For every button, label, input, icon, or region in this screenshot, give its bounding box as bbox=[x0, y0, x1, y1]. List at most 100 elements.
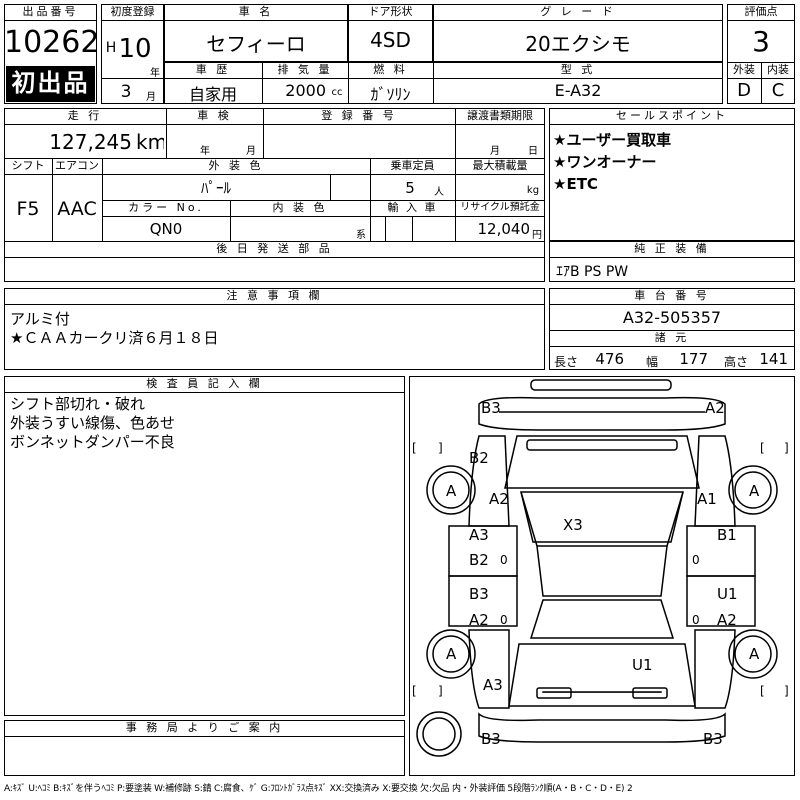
mark-left-quarter: A3 bbox=[483, 676, 503, 694]
height-value: 141 bbox=[759, 350, 788, 368]
caution-label: 注 意 事 項 欄 bbox=[226, 289, 323, 302]
inspector-label: 検 査 員 記 入 欄 bbox=[146, 377, 263, 390]
legend: A:ｷｽﾞ U:ﾍｺﾐ B:ｷｽﾞを伴うﾍｺﾐ P:要塗装 W:補修跡 S:錆 … bbox=[4, 784, 633, 794]
door-zero-mark: 0 bbox=[500, 553, 508, 567]
mark-rear-right-corner: B3 bbox=[703, 730, 723, 748]
width-value: 177 bbox=[679, 350, 708, 368]
transfer-label: 譲渡書類期限 bbox=[467, 109, 533, 122]
displacement: 2000 bbox=[285, 81, 326, 100]
ac-label: エアコン bbox=[55, 159, 99, 172]
door-zero-mark: 0 bbox=[500, 613, 508, 627]
length-label: 長さ bbox=[554, 355, 579, 369]
bracket-mark: ] bbox=[438, 684, 443, 698]
sales-points-box bbox=[549, 108, 795, 241]
exterior-color: ﾊﾟｰﾙ bbox=[200, 179, 231, 197]
color-no-label: カラー No. bbox=[128, 201, 204, 214]
import-label: 輸 入 車 bbox=[387, 201, 438, 214]
caution-notes: アルミ付 ★ＣＡＡカークリ済６月１８日 bbox=[10, 310, 218, 348]
registration-box bbox=[101, 4, 164, 104]
recycle-label: リサイクル預託金 bbox=[460, 202, 540, 213]
reg-month: 3 bbox=[120, 82, 132, 102]
car-diagram-box bbox=[409, 376, 795, 776]
length-value: 476 bbox=[595, 350, 624, 368]
grade-label: グ レ ー ド bbox=[540, 5, 616, 18]
mark-rear-left-wheel: A bbox=[446, 645, 457, 663]
recycle: 12,040 bbox=[477, 220, 531, 238]
mileage: 127,245 bbox=[49, 130, 132, 154]
door-zero-mark: 0 bbox=[692, 553, 700, 567]
bracket-mark: ] bbox=[784, 684, 789, 698]
reg-no-label: 登 録 番 号 bbox=[321, 109, 397, 122]
score-value: 3 bbox=[752, 25, 770, 58]
chassis-number: A32-505357 bbox=[622, 308, 722, 327]
caution-line: アルミ付 bbox=[10, 310, 70, 328]
mileage-unit: km bbox=[136, 130, 164, 154]
recycle-unit: 円 bbox=[532, 230, 542, 241]
grade-box bbox=[433, 4, 723, 62]
lot-number: 10262 bbox=[4, 25, 97, 60]
first-listing-badge: 初出品 bbox=[6, 66, 95, 102]
sales-point-item: ★ETC bbox=[553, 175, 598, 193]
later-parts-label: 後 日 発 送 部 品 bbox=[216, 242, 333, 255]
bracket-mark: [ bbox=[412, 441, 417, 455]
caution-box bbox=[4, 288, 545, 370]
grade: 20エクシモ bbox=[525, 32, 631, 56]
mark-right-front-door: B1 bbox=[717, 526, 737, 544]
inspector-line: 外装うすい線傷、色あせ bbox=[10, 414, 176, 432]
mark-rear-left-corner: B3 bbox=[481, 730, 501, 748]
displacement-unit: cc bbox=[331, 87, 343, 98]
mark-left-front-door-2: B2 bbox=[469, 551, 489, 569]
era: H bbox=[105, 40, 117, 56]
inspection-label: 車 検 bbox=[197, 109, 232, 122]
month-unit: 月 bbox=[146, 92, 156, 103]
door-box bbox=[348, 4, 433, 62]
inspector-box bbox=[4, 376, 405, 716]
load-label: 最大積載量 bbox=[472, 159, 528, 172]
mark-right-rear-door-2: A2 bbox=[717, 611, 737, 629]
transfer-month-unit: 月 bbox=[490, 146, 500, 157]
inspection-month-unit: 月 bbox=[246, 146, 256, 157]
exterior-label: 外装 bbox=[733, 63, 755, 76]
capacity: 5 bbox=[405, 179, 415, 197]
sales-points-list: ★ユーザー買取車 ★ワンオーナー ★ETC bbox=[553, 129, 671, 195]
color-no: QN0 bbox=[149, 220, 183, 238]
history: 自家用 bbox=[188, 85, 237, 104]
bracket-mark: ] bbox=[784, 441, 789, 455]
inspector-line: シフト部切れ・破れ bbox=[10, 395, 146, 413]
office-label: 事 務 局 よ り ご 案 内 bbox=[125, 721, 284, 734]
shift: F5 bbox=[16, 198, 40, 220]
interior-grade: C bbox=[771, 80, 785, 101]
door-zero-mark: 0 bbox=[692, 613, 700, 627]
equipment-label: 純 正 装 備 bbox=[634, 242, 710, 255]
inspector-line: ボンネットダンパー不良 bbox=[10, 433, 175, 451]
mark-left-front-door-1: A3 bbox=[469, 526, 489, 544]
equipment-box bbox=[549, 241, 795, 282]
door-type: 4SD bbox=[370, 28, 411, 52]
mark-left-rear-door-2: A2 bbox=[469, 611, 489, 629]
bracket-mark: ] bbox=[438, 441, 443, 455]
mark-front-right-wheel: A bbox=[749, 482, 760, 500]
spec-box bbox=[4, 108, 545, 282]
bracket-mark: [ bbox=[760, 684, 765, 698]
mark-front-left-corner: B3 bbox=[481, 399, 501, 417]
bracket-mark: [ bbox=[760, 441, 765, 455]
displacement-label: 排 気 量 bbox=[277, 63, 333, 76]
office-box bbox=[4, 720, 405, 776]
mark-front-right-corner: A2 bbox=[705, 399, 725, 417]
car-name-label: 車 名 bbox=[238, 5, 274, 18]
bracket-mark: [ bbox=[412, 684, 417, 698]
mark-right-a-pillar: A1 bbox=[697, 490, 717, 508]
exterior-grade: D bbox=[737, 80, 751, 101]
transfer-day-unit: 日 bbox=[528, 146, 538, 157]
sales-point-item: ★ユーザー買取車 bbox=[553, 131, 672, 149]
interior-label: 内装 bbox=[767, 63, 789, 76]
mileage-label: 走 行 bbox=[67, 109, 103, 122]
chassis-label: 車 台 番 号 bbox=[634, 289, 710, 302]
equipment-value: ｴｱB PS PW bbox=[556, 264, 629, 280]
history-label: 車 歴 bbox=[195, 63, 231, 76]
mark-left-a-pillar: A2 bbox=[489, 490, 509, 508]
int-color-label: 内 装 色 bbox=[272, 201, 328, 214]
registration-label: 初度登録 bbox=[110, 5, 155, 18]
load-unit: kg bbox=[526, 185, 540, 196]
mark-rear-right-wheel: A bbox=[749, 645, 760, 663]
